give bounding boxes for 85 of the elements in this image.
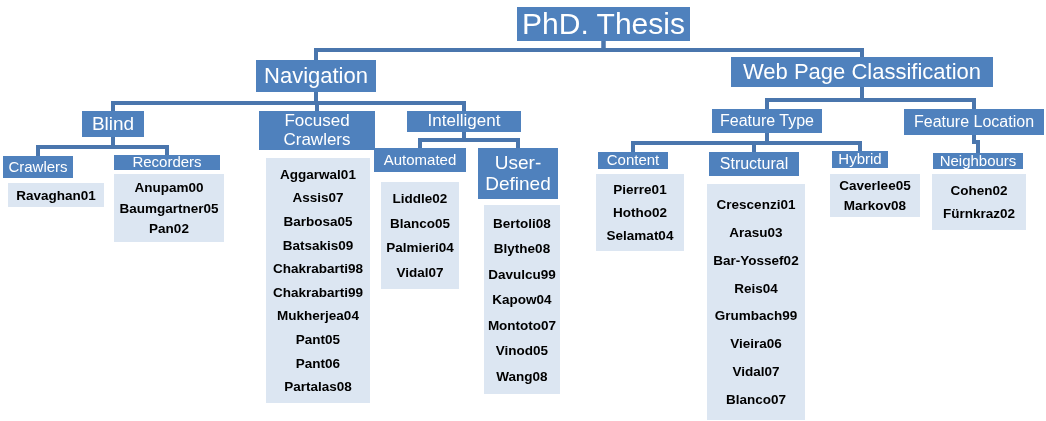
category-box bbox=[259, 111, 375, 150]
reference-list-box bbox=[381, 182, 459, 289]
category-label: Automated bbox=[383, 151, 457, 169]
category-label: Focused Crawlers bbox=[282, 112, 352, 149]
reference-list-box bbox=[266, 158, 370, 403]
reference-label: Selamat04 bbox=[606, 228, 674, 243]
reference-label: Mukherjea04 bbox=[277, 308, 359, 324]
category-label: Feature Type bbox=[720, 112, 814, 130]
reference-label: Hotho02 bbox=[613, 205, 667, 220]
category-box bbox=[82, 111, 144, 137]
reference-label: Chakrabarti98 bbox=[272, 261, 363, 277]
reference-label: Pant06 bbox=[295, 355, 341, 371]
reference-label: Arasu03 bbox=[729, 224, 783, 240]
reference-label: Grumbach99 bbox=[714, 308, 798, 324]
reference-label: Anupam00 bbox=[134, 179, 204, 195]
category-box bbox=[374, 148, 466, 172]
category-box bbox=[598, 152, 668, 169]
category-label: Hybrid bbox=[838, 151, 882, 168]
reference-label: Batsakis09 bbox=[282, 237, 354, 253]
category-box bbox=[478, 148, 558, 199]
category-label: Structural bbox=[719, 155, 789, 173]
reference-label: Pan02 bbox=[149, 221, 189, 237]
reference-label: Blanco05 bbox=[390, 215, 450, 231]
category-box bbox=[256, 60, 376, 92]
category-label: Feature Location bbox=[913, 113, 1035, 131]
category-label: Recorders bbox=[132, 154, 202, 171]
category-label: Intelligent bbox=[427, 112, 501, 131]
reference-label: Fürnkraz02 bbox=[943, 206, 1015, 222]
category-box bbox=[114, 155, 220, 170]
category-label: Blind bbox=[91, 113, 135, 135]
reference-list-box bbox=[596, 174, 684, 251]
reference-label: Bar-Yossef02 bbox=[713, 252, 799, 268]
connector-line bbox=[860, 87, 976, 109]
reference-label: Wang08 bbox=[496, 368, 548, 384]
reference-label: Blythe08 bbox=[493, 241, 551, 256]
reference-label: Pant05 bbox=[295, 332, 341, 347]
category-box bbox=[709, 152, 799, 176]
reference-label: Pierre01 bbox=[613, 182, 667, 197]
category-box bbox=[832, 151, 888, 168]
reference-label: Crescenzi01 bbox=[716, 196, 796, 212]
connector-line bbox=[972, 135, 980, 153]
reference-list-box bbox=[932, 174, 1026, 230]
category-box bbox=[407, 111, 521, 132]
category-box bbox=[731, 57, 993, 87]
category-label: PhD. Thesis bbox=[522, 7, 685, 41]
reference-label: Partalas08 bbox=[284, 379, 352, 395]
category-label: Web Page Classification bbox=[742, 60, 981, 84]
category-box bbox=[3, 156, 73, 178]
connector-line bbox=[601, 41, 864, 57]
category-box bbox=[712, 109, 822, 133]
reference-label: Davulcu99 bbox=[488, 266, 556, 282]
reference-label: Markov08 bbox=[843, 197, 907, 213]
reference-list-box bbox=[830, 174, 920, 217]
reference-label: Baumgartner05 bbox=[119, 200, 219, 216]
connector-line bbox=[111, 137, 169, 155]
reference-label: Barbosa05 bbox=[283, 213, 353, 229]
reference-label: Ravaghan01 bbox=[16, 187, 96, 203]
reference-label: Reis04 bbox=[734, 280, 778, 296]
reference-list-box bbox=[114, 174, 224, 242]
reference-list-box bbox=[8, 183, 104, 207]
connector-line bbox=[765, 133, 862, 151]
reference-label: Kapow04 bbox=[492, 292, 552, 307]
category-box bbox=[933, 153, 1023, 169]
category-box bbox=[904, 109, 1044, 135]
reference-label: Liddle02 bbox=[392, 191, 448, 207]
reference-list-box bbox=[484, 205, 560, 394]
reference-label: Vinod05 bbox=[495, 343, 549, 358]
reference-label: Vieira06 bbox=[730, 336, 782, 352]
reference-label: Bertoli08 bbox=[493, 215, 551, 231]
reference-label: Aggarwal01 bbox=[280, 166, 356, 182]
reference-label: Caverlee05 bbox=[839, 178, 911, 194]
reference-label: Montoto07 bbox=[487, 317, 557, 333]
reference-label: Chakrabarti99 bbox=[272, 284, 363, 300]
category-label: Crawlers bbox=[8, 158, 68, 176]
reference-label: Palmieri04 bbox=[386, 240, 454, 256]
category-label: Navigation bbox=[264, 64, 368, 88]
reference-list-box bbox=[707, 184, 805, 420]
reference-label: Vidal07 bbox=[732, 364, 780, 380]
reference-label: Assis07 bbox=[292, 190, 344, 206]
category-label: Content bbox=[606, 152, 660, 169]
reference-label: Vidal07 bbox=[396, 264, 444, 280]
reference-label: Cohen02 bbox=[950, 182, 1008, 198]
category-label: Neighbours bbox=[939, 152, 1017, 170]
reference-label: Blanco07 bbox=[726, 392, 786, 407]
category-label: User-Defined bbox=[484, 153, 552, 194]
